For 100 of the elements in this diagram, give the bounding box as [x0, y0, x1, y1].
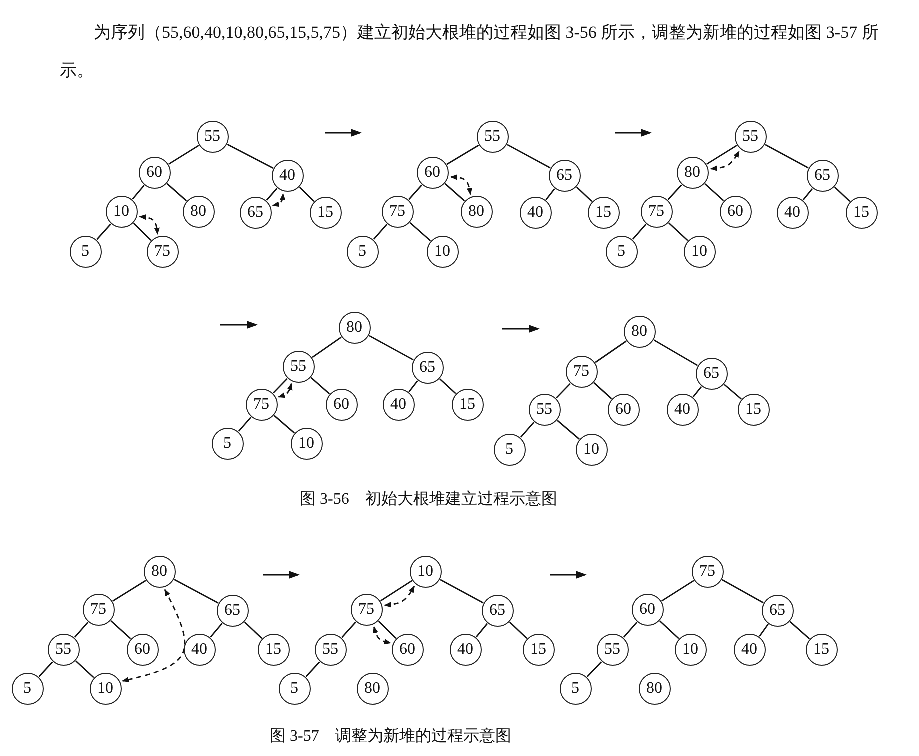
heap-node-circle: [632, 594, 664, 626]
tree-edge: [378, 621, 397, 639]
node-value: 5: [224, 436, 232, 452]
tree-edge: [594, 382, 612, 400]
node-value: 60: [616, 402, 632, 418]
tree-edge: [446, 144, 480, 166]
heap-node-circle: [246, 388, 278, 420]
swap-arrow: [272, 193, 286, 208]
node-value: 65: [814, 168, 830, 184]
node-value: 15: [814, 642, 830, 658]
heap-node-circle: [692, 556, 724, 588]
tree-edge: [273, 378, 288, 394]
heap-node-circle: [588, 196, 620, 228]
heap-node-circle: [82, 594, 114, 626]
node-value: 80: [364, 680, 380, 696]
node-value: 5: [82, 244, 90, 260]
heap-node-circle: [382, 388, 414, 420]
tree-edge: [557, 420, 580, 440]
heap-node-circle: [452, 388, 484, 420]
node-value: 65: [556, 168, 572, 184]
heap-node-circle: [272, 160, 304, 192]
heap-node-circle: [106, 196, 138, 228]
tree-edge: [174, 579, 219, 604]
heap-node-circle: [412, 352, 444, 384]
heap-node-circle: [350, 594, 382, 626]
swap-arrow: [372, 626, 392, 645]
heap-node-circle: [290, 428, 322, 460]
heap-node-circle: [696, 358, 728, 390]
node-value: 60: [640, 602, 656, 618]
heap-node-circle: [520, 196, 552, 228]
tree-edge: [238, 416, 252, 432]
tree-edge: [96, 224, 112, 240]
node-value: 15: [460, 396, 476, 412]
heap-node-circle: [310, 196, 342, 228]
node-value: 75: [358, 602, 374, 618]
tree-edge: [312, 336, 342, 358]
heap-node-circle: [684, 236, 716, 268]
node-value: 40: [742, 642, 758, 658]
tree-edge: [299, 187, 315, 202]
tree-edge: [380, 580, 412, 602]
tree-edge: [440, 378, 456, 394]
tree-edge: [373, 224, 388, 240]
node-value: 80: [632, 324, 648, 340]
node-value: 80: [190, 204, 206, 220]
heap-node-circle: [738, 394, 770, 426]
node-value: 40: [458, 642, 474, 658]
tree-edge: [369, 335, 414, 361]
tree-edge: [408, 184, 422, 200]
heap-node-circle: [676, 156, 708, 188]
heap-node-circle: [212, 428, 244, 460]
node-value: 10: [114, 204, 130, 220]
tree-edge: [722, 579, 764, 604]
tree-edge: [668, 184, 682, 200]
node-value: 15: [318, 204, 334, 220]
tree-edge: [759, 624, 769, 637]
node-value: 40: [784, 204, 800, 220]
heap-node-circle: [674, 634, 706, 666]
heap-node-circle: [314, 634, 346, 666]
swap-arrow: [384, 586, 416, 608]
heap-node-circle: [566, 356, 598, 388]
heap-node-circle: [638, 672, 670, 704]
swap-arrow: [122, 589, 186, 683]
heap-node-circle: [806, 160, 838, 192]
node-value: 80: [346, 320, 362, 336]
tree-edge: [556, 383, 571, 399]
heap-node-circle: [196, 120, 228, 152]
heap-node-circle: [382, 196, 414, 228]
node-value: 15: [596, 204, 612, 220]
node-value: 60: [134, 642, 150, 658]
tree-edge: [408, 380, 418, 392]
swap-arrow: [278, 383, 293, 398]
heap-node-circle: [494, 434, 526, 466]
heap-node-circle: [806, 634, 838, 666]
heap-node-circle: [12, 672, 44, 704]
tree-edge: [704, 184, 724, 202]
tree-edge: [112, 580, 146, 602]
tree-edge: [662, 580, 694, 602]
tree-edge: [632, 224, 647, 240]
tree-edge: [440, 579, 484, 604]
heap-node-circle: [48, 634, 80, 666]
heap-node-circle: [460, 196, 492, 228]
node-value: 10: [682, 642, 698, 658]
tree-edge: [410, 222, 432, 242]
heap-node-circle: [606, 236, 638, 268]
tree-edge: [654, 340, 698, 366]
tree-edge: [692, 386, 702, 398]
node-value: 40: [674, 402, 690, 418]
node-value: 10: [98, 680, 114, 696]
node-value: 55: [204, 128, 220, 144]
figure-caption: 图 3-57 调整为新堆的过程示意图: [270, 726, 512, 747]
heap-node-circle: [666, 394, 698, 426]
node-value: 55: [604, 642, 620, 658]
heap-node-circle: [258, 634, 290, 666]
heap-node-circle: [240, 196, 272, 228]
node-value: 5: [24, 680, 32, 696]
node-value: 75: [574, 364, 590, 380]
tree-edge: [668, 222, 688, 242]
node-value: 10: [418, 564, 434, 580]
node-value: 55: [322, 642, 338, 658]
swap-arrow: [450, 174, 472, 196]
